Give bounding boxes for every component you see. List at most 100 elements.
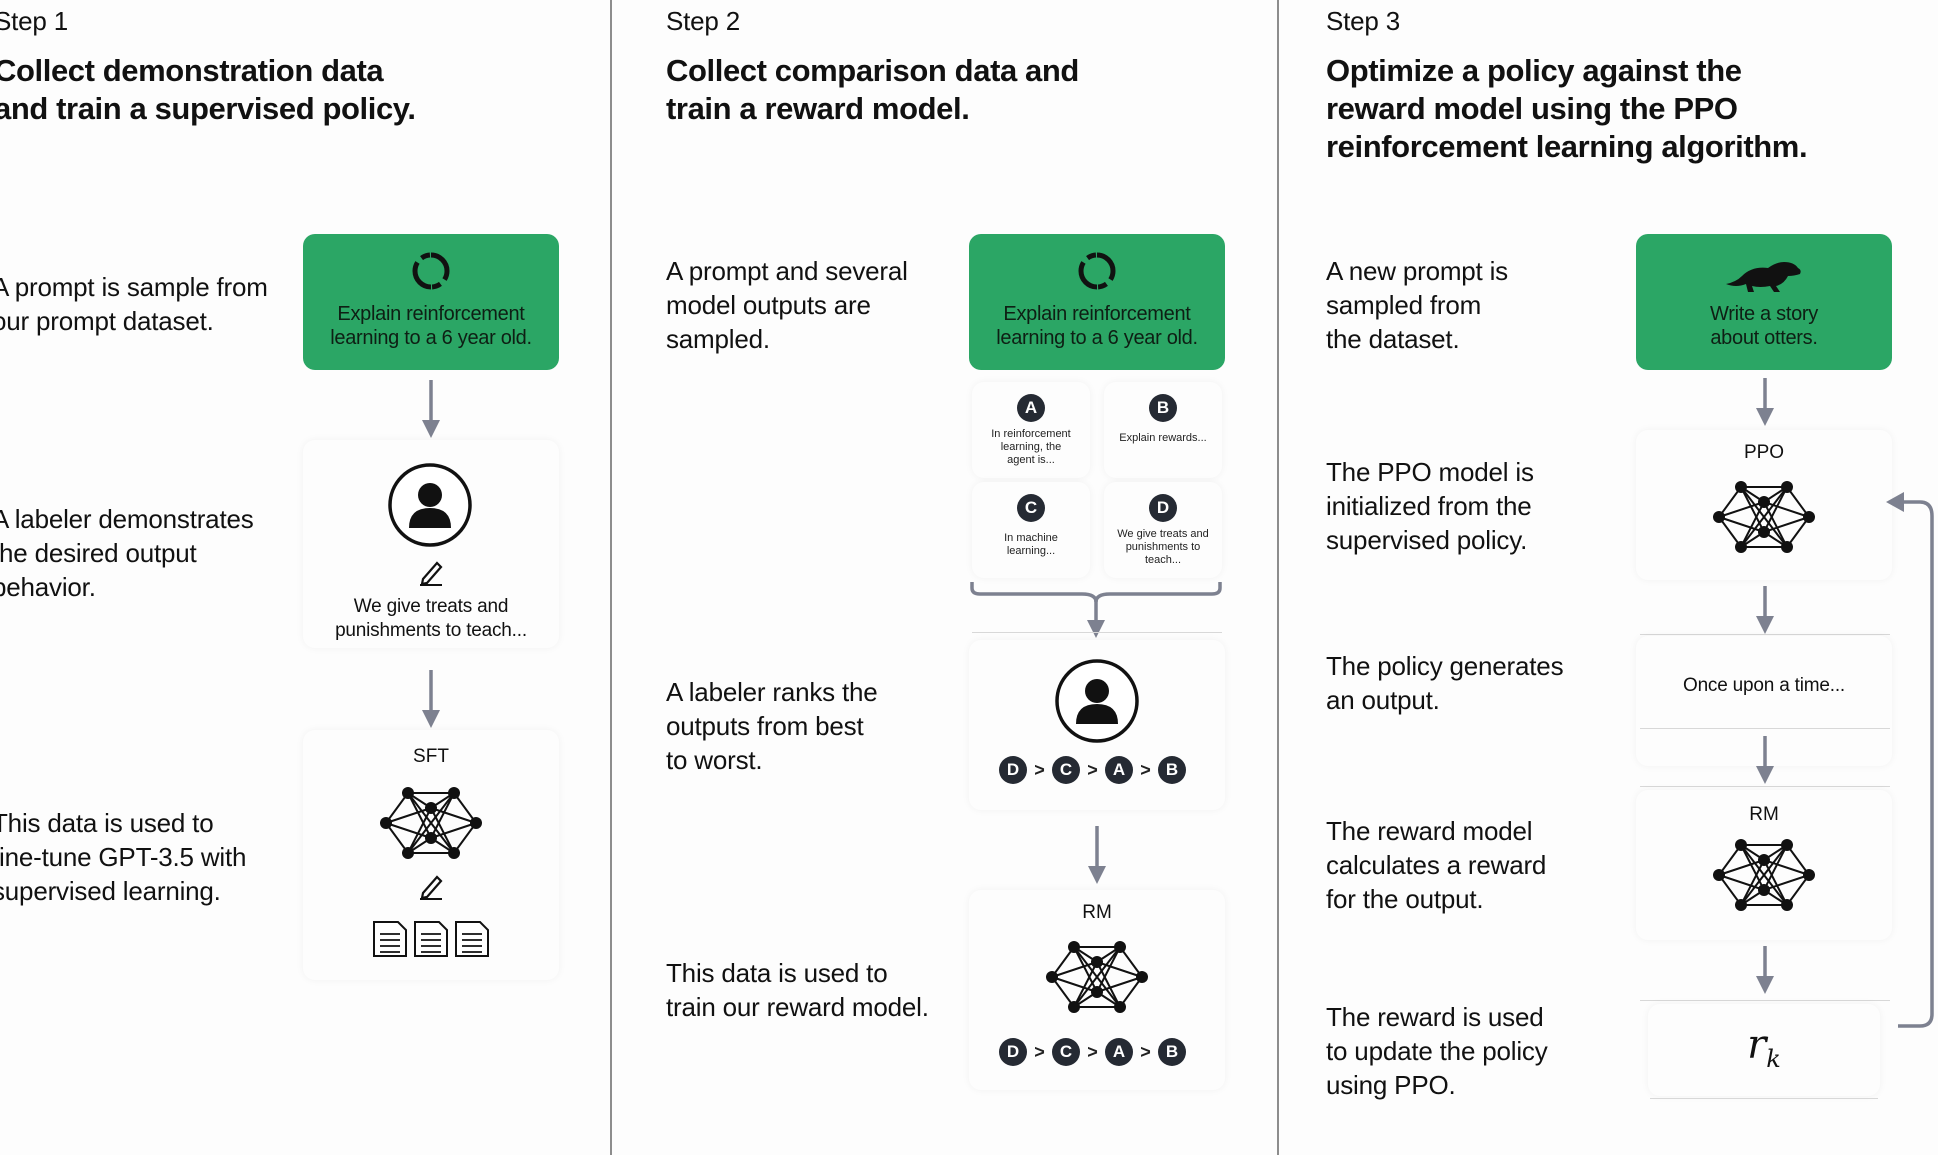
output-card-d: D We give treats and punishments to teac…: [1104, 482, 1222, 578]
rank-badge: C: [1052, 1038, 1080, 1066]
output-card-a: A In reinforcement learning, the agent i…: [972, 382, 1090, 478]
network-edge: [1119, 976, 1143, 1008]
pencil-icon: [420, 561, 443, 586]
output-badge: D: [1149, 494, 1177, 522]
network-edge: [1051, 961, 1098, 978]
rank-badge: D: [999, 1038, 1027, 1066]
output-badge: C: [1017, 494, 1045, 522]
network-edge: [430, 807, 455, 854]
refresh-icon: [1078, 252, 1116, 290]
down-arrow-icon: [422, 670, 440, 728]
network-edge: [1763, 486, 1788, 533]
network-edge: [385, 807, 432, 824]
network-node: [1068, 1001, 1080, 1013]
neural-network-icon: [1713, 839, 1815, 911]
separator: [1650, 1098, 1878, 1099]
down-arrow-icon: [1088, 826, 1106, 884]
network-edge: [1096, 961, 1121, 1008]
step1-label: Step 1: [0, 6, 68, 36]
output-text: In reinforcement learning, the agent is.…: [991, 428, 1071, 466]
network-edge: [1718, 874, 1765, 891]
output-card-b: B Explain rewards...: [1104, 382, 1222, 478]
network-edge: [1718, 859, 1765, 876]
rank-separator: >: [1087, 759, 1098, 780]
network-edge: [430, 822, 477, 839]
network-node: [1781, 839, 1793, 851]
rank-separator: >: [1087, 1041, 1098, 1062]
network-edge: [385, 792, 409, 824]
feedback-arrow-icon: [1886, 492, 1934, 1028]
network-node: [1114, 941, 1126, 953]
network-node: [470, 817, 482, 829]
network-node: [1136, 971, 1148, 983]
network-edge: [1740, 844, 1765, 891]
network-edge: [1763, 844, 1788, 891]
network-node: [1068, 941, 1080, 953]
rank-separator: >: [1034, 759, 1045, 780]
output-badge: A: [1017, 394, 1045, 422]
step1-demo-card: We give treats and punishments to teach.…: [303, 440, 559, 648]
network-node: [1114, 1001, 1126, 1013]
network-node: [1735, 899, 1747, 911]
otter-icon: [1726, 262, 1801, 292]
network-edge: [385, 822, 432, 839]
network-node: [1091, 956, 1103, 968]
network-node: [1735, 481, 1747, 493]
output-text: We give treats and punishments to teach.…: [1117, 528, 1209, 566]
network-edge: [453, 822, 477, 854]
network-edge: [1740, 486, 1788, 548]
network-edge: [1096, 976, 1143, 993]
network-edge: [1051, 976, 1075, 1008]
step3-output-text: Once upon a time...: [1682, 675, 1845, 696]
step3-reward-card: rk: [1648, 1004, 1880, 1096]
network-node: [1803, 511, 1815, 523]
network-node: [380, 817, 392, 829]
network-node: [1781, 541, 1793, 553]
network-edge: [1786, 516, 1810, 548]
step2-rank-card: D > C > A > B: [969, 640, 1225, 810]
network-edge: [1096, 961, 1143, 978]
network-node: [1713, 869, 1725, 881]
document-icon: [373, 921, 407, 957]
network-edge: [1740, 844, 1788, 906]
network-edge: [1786, 844, 1810, 876]
network-edge: [1763, 859, 1810, 876]
network-edge: [1786, 874, 1810, 906]
network-edge: [1051, 946, 1075, 978]
down-arrow-icon: [1756, 736, 1774, 784]
person-icon: [388, 463, 472, 547]
network-edge: [1073, 961, 1098, 1008]
network-node: [1713, 511, 1725, 523]
network-edge: [1718, 501, 1765, 518]
network-edge: [1119, 946, 1143, 978]
rm-model-label: RM: [1082, 902, 1112, 923]
document-icon: [455, 921, 489, 957]
network-edge: [1718, 844, 1742, 876]
network-edge: [1763, 501, 1788, 548]
network-edge: [407, 792, 455, 854]
step2-prompt-text: Explain reinforcement learning to a 6 ye…: [996, 303, 1198, 349]
down-arrow-icon: [1756, 378, 1774, 426]
reward-r: r: [1747, 1022, 1767, 1068]
step2-title: Collect comparison data and train a rewa…: [666, 53, 1079, 126]
reward-symbol: rk: [1648, 1022, 1880, 1073]
output-badge: B: [1149, 394, 1177, 422]
step3-prompt-text: Write a story about otters.: [1710, 303, 1818, 349]
down-arrow-icon: [1756, 586, 1774, 634]
down-arrow-icon: [422, 380, 440, 438]
step3-title: Optimize a policy against the reward mod…: [1326, 53, 1808, 164]
network-node: [1758, 496, 1770, 508]
rank-badge: C: [1052, 756, 1080, 784]
network-edge: [1718, 516, 1765, 533]
ppo-model-label: PPO: [1743, 442, 1785, 463]
network-edge: [1740, 501, 1765, 548]
network-edge: [453, 792, 477, 824]
separator: [972, 632, 1222, 633]
person-icon: [1055, 659, 1139, 743]
separator: [1640, 786, 1890, 787]
rank-badge: D: [999, 756, 1027, 784]
network-node: [402, 847, 414, 859]
neural-network-icon: [1046, 941, 1148, 1013]
network-edge: [1073, 946, 1098, 993]
rank-badge: A: [1105, 1038, 1133, 1066]
